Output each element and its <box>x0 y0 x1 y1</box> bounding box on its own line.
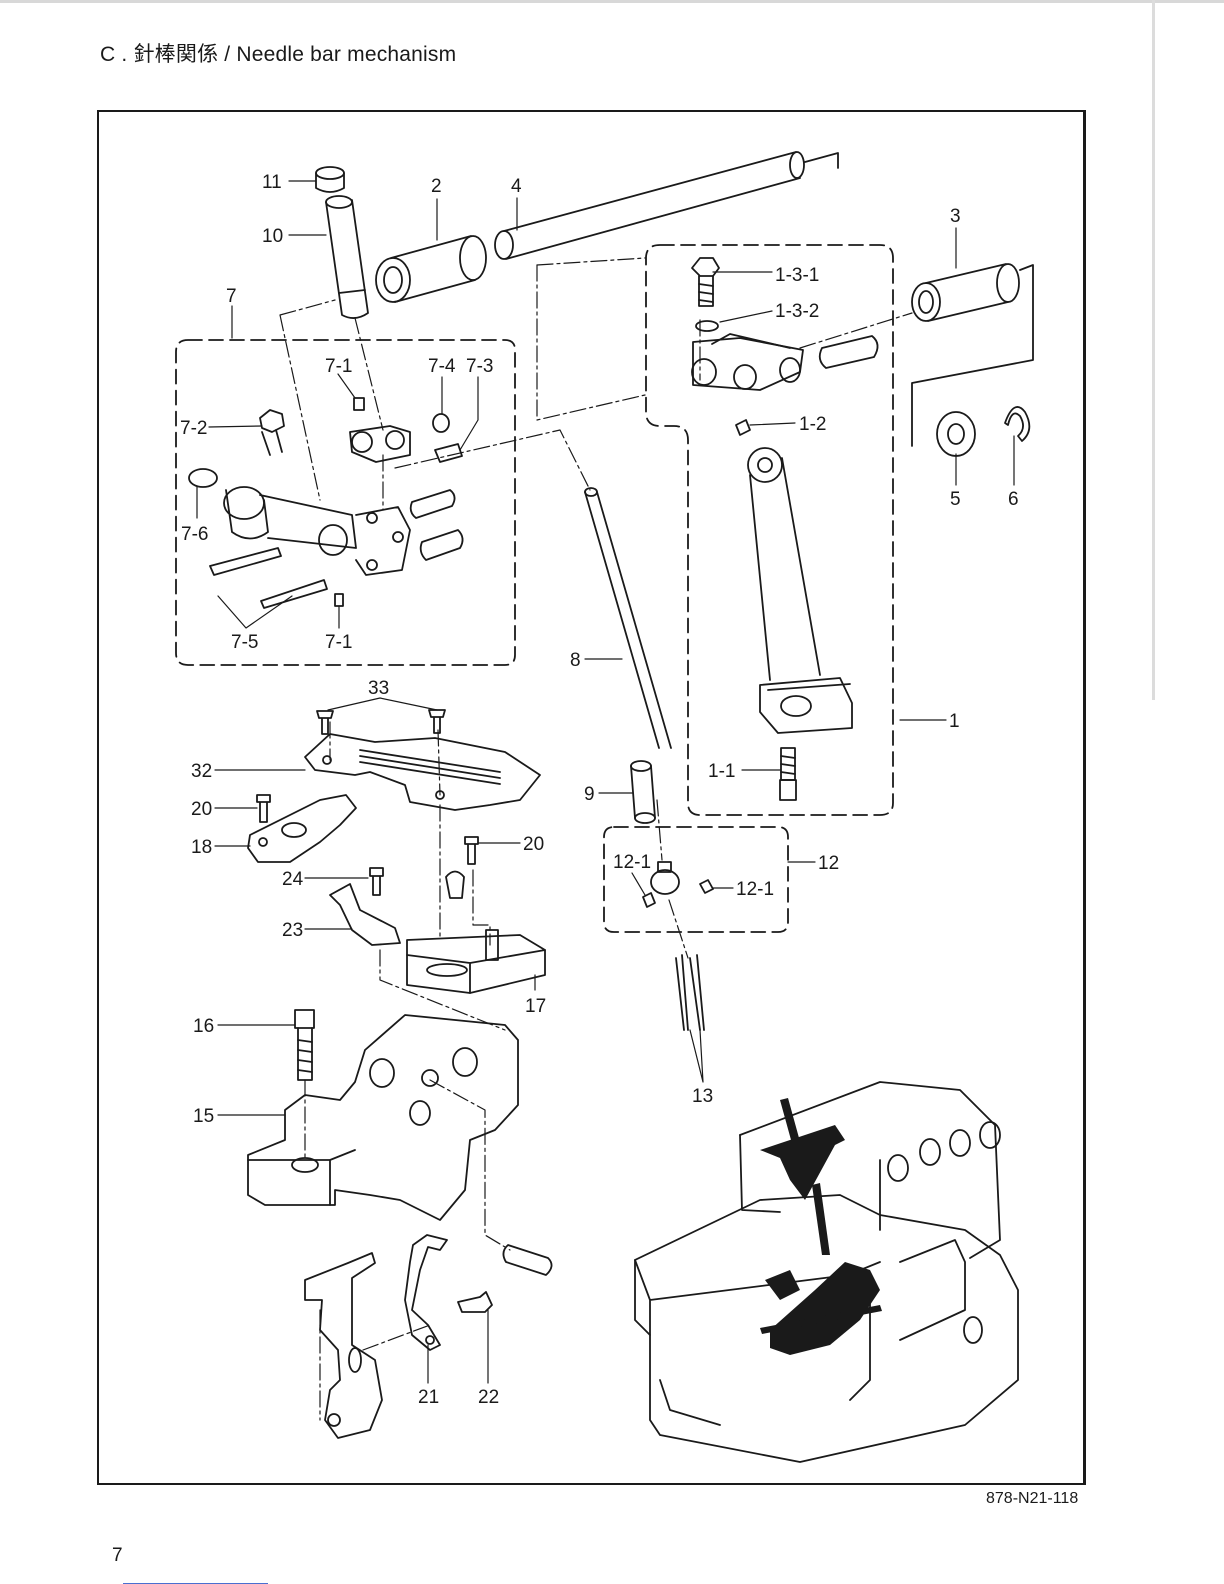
set-screw-part-7-1-lower <box>335 594 343 606</box>
callout-7-6: 7-6 <box>181 524 208 545</box>
callout-12-1-left: 12-1 <box>613 852 651 873</box>
callout-1: 1 <box>949 711 960 732</box>
screw-part-1-3-1 <box>692 258 719 306</box>
guide-part-23 <box>330 884 400 945</box>
sleeve-part-2 <box>376 236 486 302</box>
callout-1-3-1: 1-3-1 <box>775 265 819 286</box>
sleeve-part-3 <box>912 264 1033 446</box>
stud <box>446 872 464 899</box>
machine-highlight <box>760 1098 882 1355</box>
callout-12-1-right: 12-1 <box>736 879 774 900</box>
callout-7-2: 7-2 <box>180 418 207 439</box>
callout-6: 6 <box>1008 489 1019 510</box>
callout-20-left: 20 <box>191 799 212 820</box>
subassembly-7-box <box>176 340 515 665</box>
callout-22: 22 <box>478 1387 499 1408</box>
pin-lower-casting <box>503 1245 551 1275</box>
callout-1-2: 1-2 <box>799 414 826 435</box>
callout-7-1-lower: 7-1 <box>325 632 352 653</box>
retaining-ring-part-6 <box>1005 407 1029 441</box>
needle-clamp-part-12 <box>643 862 713 907</box>
pin-upper <box>411 490 455 518</box>
split-pins-part-7-5 <box>210 548 327 608</box>
callout-8: 8 <box>570 650 581 671</box>
needle-bar-part-8 <box>585 488 671 748</box>
page-number: 7 <box>112 1545 123 1567</box>
screw-part-7-2 <box>260 410 284 455</box>
callout-1-1: 1-1 <box>708 761 735 782</box>
needle-plate-part-32 <box>305 734 540 810</box>
callout-33: 33 <box>368 678 389 699</box>
clamp-part-7-upper <box>350 426 410 462</box>
callout-1-3-2: 1-3-2 <box>775 301 819 322</box>
pin-lower <box>421 530 463 560</box>
cap-part-11 <box>316 167 344 192</box>
needles-part-13 <box>676 955 704 1030</box>
screw-part-20-left <box>257 795 270 822</box>
callout-11: 11 <box>262 172 282 193</box>
screw-part-24 <box>370 868 383 895</box>
callout-10: 10 <box>262 226 283 247</box>
bolt-part-1-1 <box>780 748 796 800</box>
callout-16: 16 <box>193 1016 214 1037</box>
callout-3: 3 <box>950 206 961 227</box>
crank-rod-part-1 <box>748 448 852 733</box>
callout-4: 4 <box>511 176 522 197</box>
document-code: 878-N21-118 <box>986 1490 1078 1508</box>
callout-12: 12 <box>818 853 839 874</box>
screw-part-20-right <box>465 837 478 864</box>
presser-part-18 <box>248 795 356 862</box>
callout-21: 21 <box>418 1387 439 1408</box>
washer-part-5 <box>937 412 975 456</box>
arm-clamp-part-1-3 <box>692 334 803 390</box>
callout-13: 13 <box>692 1086 713 1107</box>
casting-part-15 <box>248 1015 518 1220</box>
callout-7-5: 7-5 <box>231 632 258 653</box>
arm-part-7 <box>224 487 410 575</box>
callout-20-right: 20 <box>523 834 544 855</box>
pin <box>820 336 878 368</box>
set-screw-part-1-2 <box>736 420 750 435</box>
screws-part-33 <box>317 710 445 734</box>
callout-17: 17 <box>525 996 546 1017</box>
bracket <box>305 1253 382 1438</box>
bushing-part-10 <box>326 196 368 318</box>
callout-18: 18 <box>191 837 212 858</box>
bolt-part-16 <box>295 1010 314 1080</box>
block-part-17 <box>407 930 545 993</box>
callout-15: 15 <box>193 1106 214 1127</box>
callout-24: 24 <box>282 869 304 890</box>
leader-lines <box>197 181 1014 1383</box>
shaft-part-4 <box>495 152 838 259</box>
callout-7-3: 7-3 <box>466 356 493 377</box>
washer-part-7-6 <box>189 469 217 487</box>
lever-part-21 <box>405 1235 447 1350</box>
set-screw-part-7-1-upper <box>354 398 364 410</box>
callout-5: 5 <box>950 489 961 510</box>
screw-part-22 <box>458 1292 492 1312</box>
callout-32: 32 <box>191 761 212 782</box>
callout-2: 2 <box>431 176 442 197</box>
callout-9: 9 <box>584 784 595 805</box>
callout-7: 7 <box>226 286 237 307</box>
callout-7-1-upper: 7-1 <box>325 356 352 377</box>
callout-23: 23 <box>282 920 303 941</box>
callout-7-4: 7-4 <box>428 356 456 377</box>
washer-part-7-4 <box>433 414 449 432</box>
bushing-part-9 <box>631 761 655 823</box>
washer-part-1-3-2 <box>696 321 718 331</box>
